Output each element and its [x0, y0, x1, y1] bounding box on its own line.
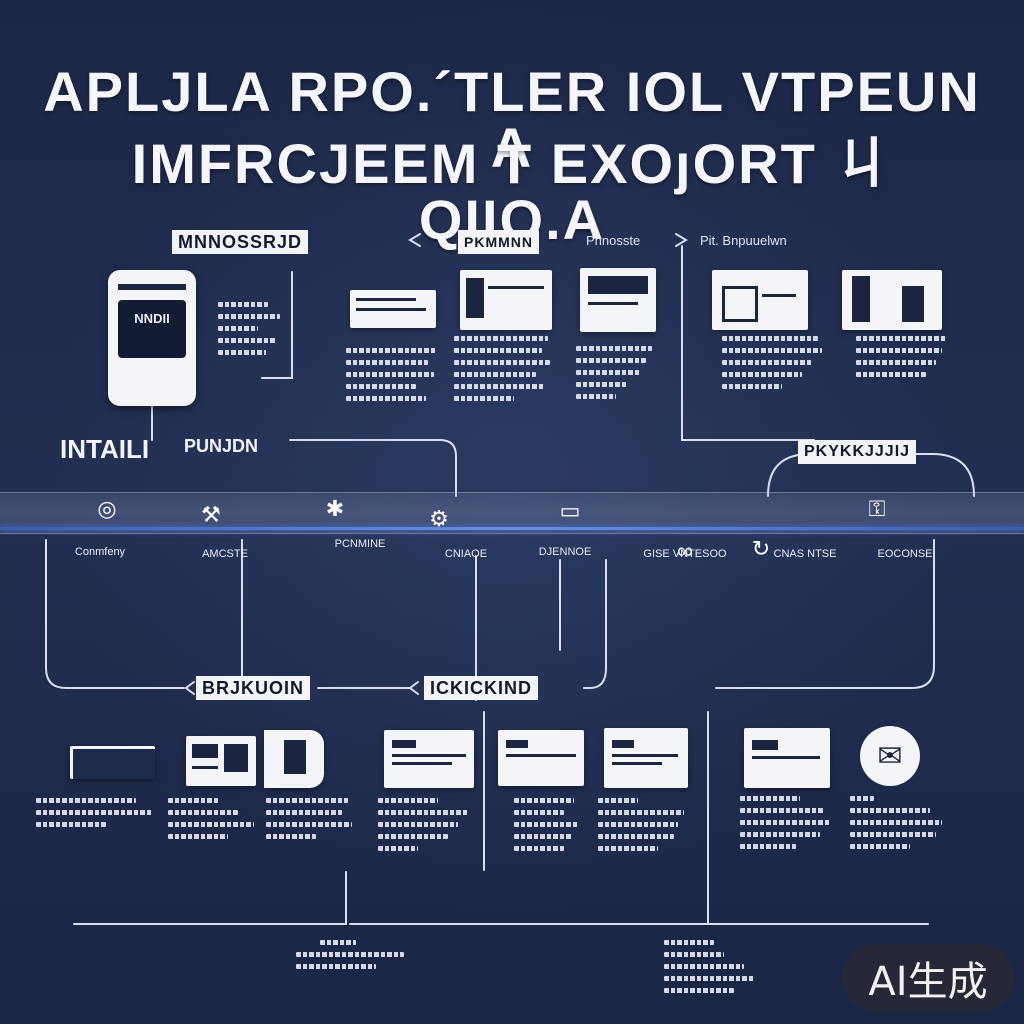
text-block-top-2	[454, 336, 554, 408]
text-block-top-3	[576, 346, 656, 406]
tools-icon: ⚒	[201, 502, 221, 527]
node-label-6: CNAS NTSE	[773, 548, 837, 560]
node-label-1: AMCSTE	[202, 548, 248, 560]
node-label-3: CNIAOE	[444, 548, 488, 560]
timeline-glow-line	[0, 527, 1024, 530]
text-block-bottom-0	[36, 798, 152, 834]
text-block-bottom-7	[850, 796, 946, 856]
note-top-right: Pit. Bnpuuelwn	[700, 233, 787, 248]
text-block-bottom-5	[598, 798, 688, 858]
text-block-bottom-3	[378, 798, 472, 858]
label-bottom-mid: ICKICKIND	[424, 676, 538, 700]
card-bottom-1	[186, 736, 256, 786]
bird-icon: ✉	[860, 726, 920, 786]
card-top-4	[712, 270, 808, 330]
card-bottom-0	[70, 746, 155, 779]
text-block-bottom-2	[266, 798, 352, 846]
link-icon: ∞	[677, 538, 693, 563]
card-top-2	[460, 270, 552, 330]
text-block-bottom-4	[514, 798, 580, 858]
text-block-bottom-1	[168, 798, 260, 846]
card-bottom-2	[264, 730, 324, 788]
node-label-0: Conmfeny	[74, 546, 126, 558]
ai-generated-badge: AI生成	[842, 944, 1014, 1012]
text-block-top-0	[218, 302, 280, 362]
monitor-icon: ▭	[559, 498, 581, 523]
node-label-5: GISE VNTESOO	[643, 548, 727, 560]
text-block-bottom-6	[740, 796, 834, 856]
card-top-5	[842, 270, 942, 330]
card-bottom-5	[604, 728, 688, 788]
card-bottom-4	[498, 730, 584, 786]
node-label-7: EOCONSE	[877, 548, 933, 560]
title-line-2: IMFRCJEEM T EXOȷORT ㄐQIIO.A	[131, 132, 893, 251]
label-bottom-left: BRJKUOIN	[196, 676, 311, 700]
puzzle-icon: ✱	[325, 496, 345, 521]
node-label-4: DJENNOE	[538, 546, 592, 558]
node-label-2: PCNMINE	[334, 538, 386, 550]
label-intail-suffix: PUNJDN	[184, 436, 259, 456]
title-line-1: APLJLA RPO.´TLER IOL VTPEUN A	[43, 60, 981, 179]
gear-icon: ⚙	[429, 506, 449, 531]
label-intail: INTAILI	[60, 434, 150, 464]
card-top-3	[580, 268, 656, 332]
text-block-top-4	[722, 336, 822, 396]
device-screen: NNDII	[118, 300, 186, 358]
device-illustration: NNDII	[108, 270, 196, 406]
card-top-1	[350, 290, 436, 328]
device-strip	[118, 284, 186, 290]
card-bottom-6	[744, 728, 830, 788]
target-icon: ◎	[97, 496, 117, 521]
refresh-icon: ↻	[751, 536, 771, 561]
text-block-footer-left	[296, 940, 404, 976]
text-block-top-1	[346, 348, 438, 408]
text-block-footer-right	[664, 940, 754, 1000]
label-top-left: MNNOSSRJD	[172, 230, 309, 254]
card-bottom-3	[384, 730, 474, 788]
note-top-middle: Pnnosste	[586, 233, 641, 248]
text-block-top-5	[856, 336, 948, 384]
label-right-tag: PKYKKJJJIJ	[798, 440, 917, 464]
label-top-middle: PKMMNN	[458, 230, 539, 254]
lock-icon: ⚿	[868, 496, 886, 521]
